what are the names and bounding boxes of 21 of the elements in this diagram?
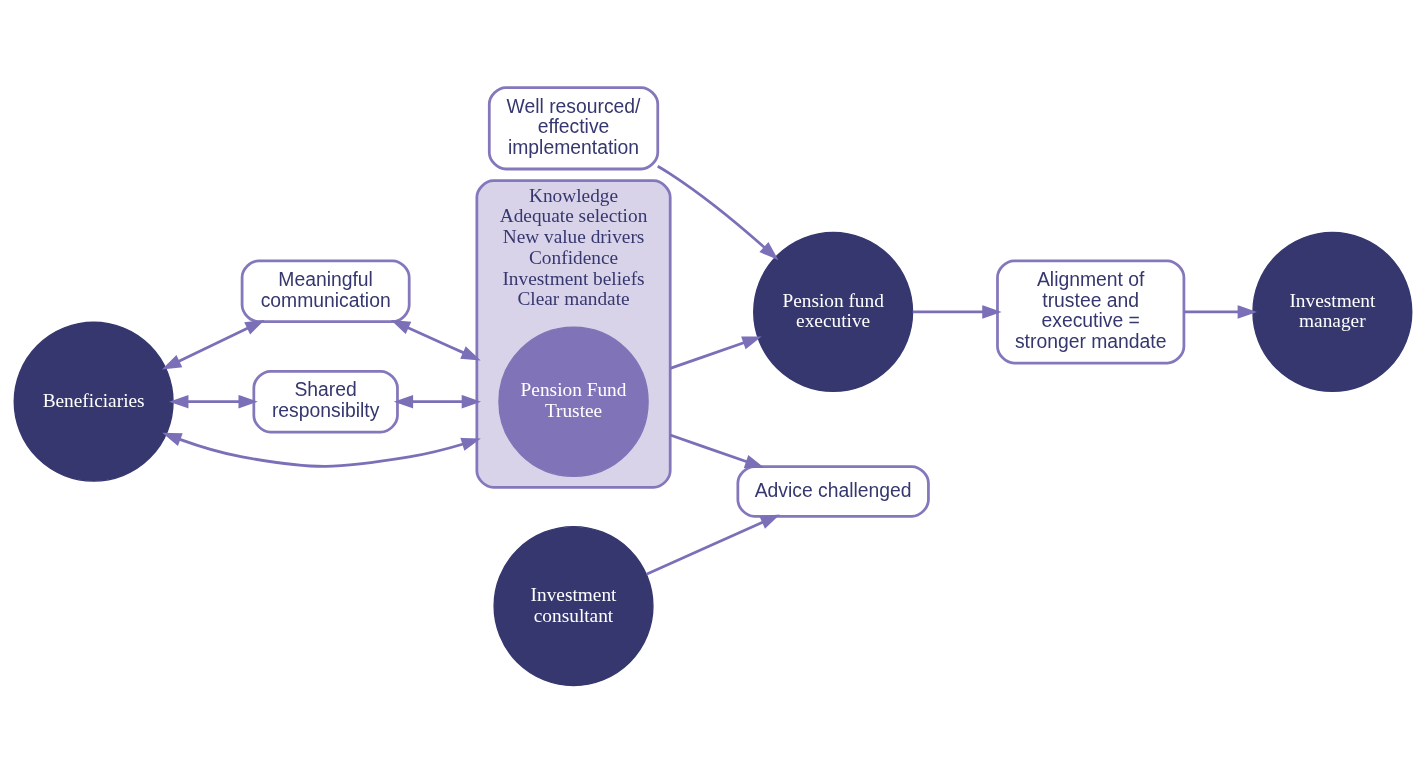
node-box: Shared responsibilty — [252, 369, 399, 433]
arrow — [657, 164, 779, 260]
arrow — [390, 319, 481, 360]
node-box: Alignment of trustee and executive = stronger mandate — [996, 258, 1186, 364]
arrow — [1184, 304, 1257, 319]
arrow — [169, 394, 258, 408]
arrow — [393, 394, 482, 408]
node-box: Advice challenged — [736, 464, 930, 518]
arrow — [669, 433, 765, 468]
arrow — [669, 335, 762, 370]
node-box: Meaningful communication — [240, 258, 411, 323]
node-circle: Investment manager — [1252, 231, 1413, 392]
arrow — [161, 319, 265, 369]
node-circle: Investment consultant — [493, 525, 654, 686]
arrow — [162, 432, 481, 468]
node-circle: Beneficiaries — [13, 321, 174, 482]
arrow — [645, 514, 780, 575]
node-circle: Pension Fund Trustee — [498, 325, 649, 477]
node-circle: Pension fund executive — [753, 231, 914, 392]
node-box: Well resourced/ effective implementation — [487, 85, 660, 170]
arrow — [912, 304, 1002, 319]
